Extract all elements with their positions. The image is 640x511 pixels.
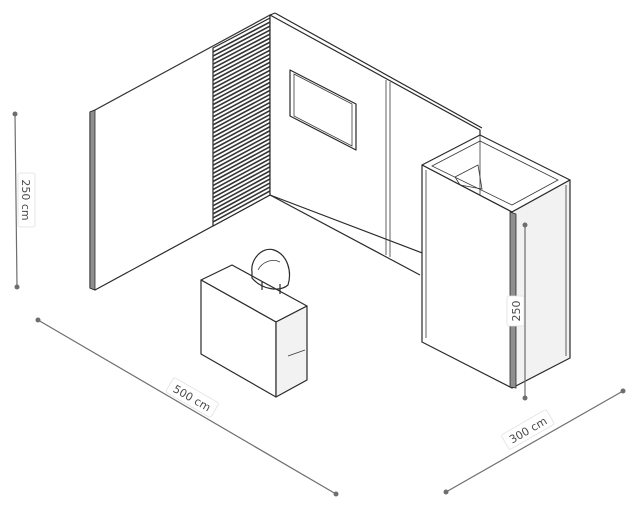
slat-line xyxy=(212,49,271,82)
storage-cabin xyxy=(421,134,571,389)
slat-line xyxy=(212,174,271,207)
reception-counter xyxy=(200,264,308,398)
slat-line xyxy=(212,133,271,167)
slat-line xyxy=(212,29,271,61)
slat-line xyxy=(212,142,271,175)
slat-line xyxy=(212,97,271,130)
slat-line xyxy=(212,162,271,195)
slat-line xyxy=(212,57,271,90)
slat-line xyxy=(212,33,271,65)
height-left-text: 250 cm xyxy=(19,179,32,220)
slat-line xyxy=(212,121,271,154)
slat-line xyxy=(212,190,271,223)
slat-line xyxy=(212,77,271,110)
slat-line xyxy=(212,125,271,158)
slat-line xyxy=(212,69,271,102)
slat-line xyxy=(212,45,271,78)
slat-line xyxy=(212,178,271,211)
slat-line xyxy=(212,109,271,142)
slat-line xyxy=(212,129,271,162)
slat-line xyxy=(212,117,271,150)
slat-line xyxy=(212,146,271,179)
slat-line xyxy=(212,53,271,86)
slat-line xyxy=(212,113,271,146)
dimension-depth xyxy=(443,388,626,495)
slat-line xyxy=(212,186,271,219)
slat-line xyxy=(212,61,271,94)
slat-line xyxy=(212,25,271,57)
chair xyxy=(251,248,291,294)
slat-line xyxy=(212,41,271,73)
slat-line xyxy=(212,170,271,203)
label-width: 500 cm xyxy=(165,377,219,418)
dimension-height-left xyxy=(12,111,20,290)
slat-line xyxy=(212,137,271,171)
slat-line xyxy=(212,21,271,53)
slat-line xyxy=(212,166,271,199)
slat-line xyxy=(212,73,271,106)
label-height-left: 250 cm xyxy=(17,172,36,228)
cabin-height-text: 250 xyxy=(510,301,523,322)
slat-line xyxy=(212,101,271,134)
slat-line xyxy=(212,93,271,126)
slat-line xyxy=(212,158,271,191)
slat-line xyxy=(212,85,271,118)
slat-line xyxy=(212,182,271,215)
slat-line xyxy=(212,65,271,98)
slat-line xyxy=(212,154,271,187)
label-cabin-height: 250 xyxy=(506,295,525,327)
slat-wall-panel xyxy=(212,17,271,227)
slat-line xyxy=(212,89,271,122)
label-depth: 300 cm xyxy=(501,409,555,450)
slat-line xyxy=(212,37,271,69)
dimension-cabin-height xyxy=(522,222,528,401)
dimension-width xyxy=(35,317,339,497)
slat-line xyxy=(212,81,271,114)
slat-line xyxy=(212,150,271,183)
wall-screen xyxy=(289,69,357,151)
slat-line xyxy=(212,105,271,138)
